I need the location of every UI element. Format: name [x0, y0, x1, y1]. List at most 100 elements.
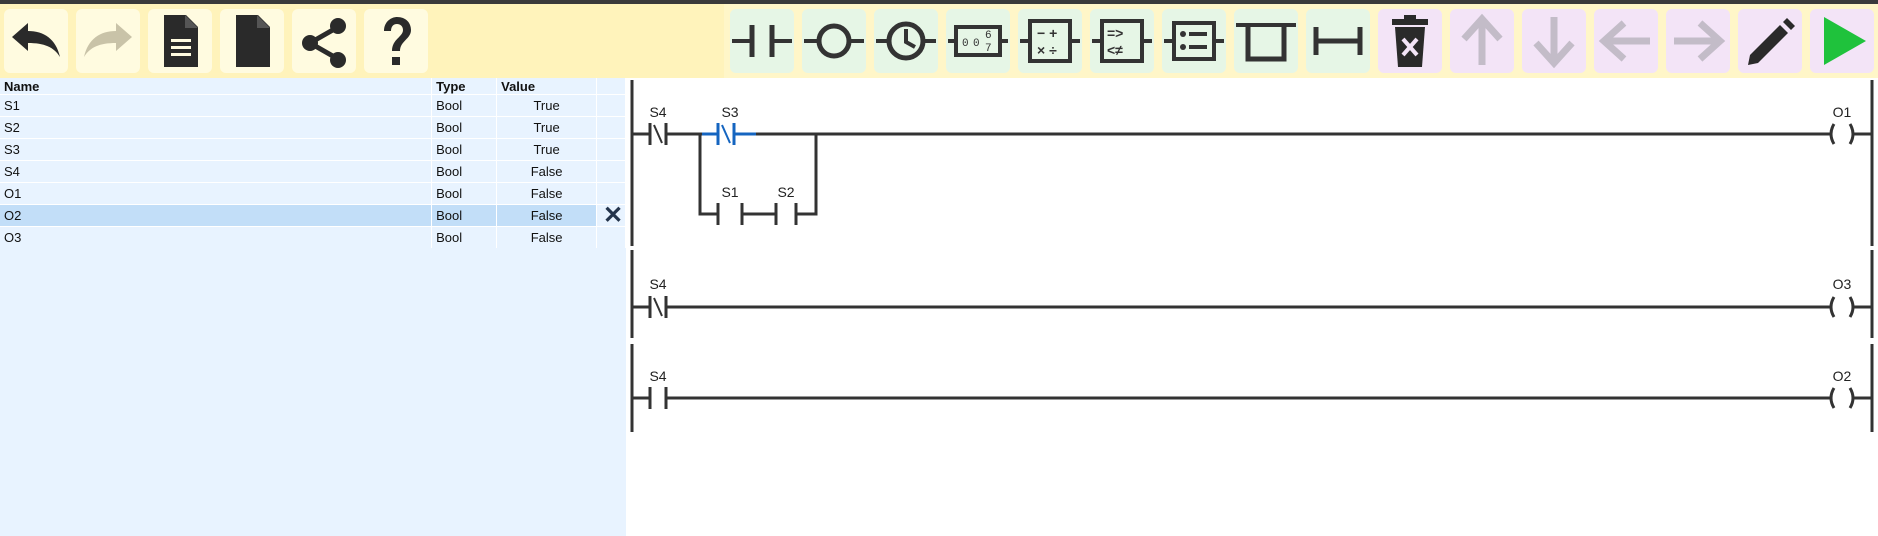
- delete-button[interactable]: [1378, 9, 1442, 73]
- edit-button[interactable]: [1738, 9, 1802, 73]
- branch-icon: [1236, 23, 1296, 62]
- new-file-icon: [236, 15, 270, 67]
- variable-name[interactable]: O1: [0, 182, 433, 205]
- table-row[interactable]: S4 Bool False: [0, 160, 626, 183]
- move-left-button[interactable]: [1594, 9, 1658, 73]
- variable-value[interactable]: False: [496, 160, 598, 183]
- window-top-edge: [0, 0, 1878, 4]
- compare-icon: =><≠: [1092, 19, 1152, 63]
- undo-button[interactable]: [4, 9, 68, 73]
- contact-s4[interactable]: S4: [648, 368, 668, 409]
- variable-name[interactable]: O2: [0, 204, 433, 227]
- rung-1[interactable]: S4 S3 S1 S2: [630, 80, 1874, 246]
- document-button[interactable]: [148, 9, 212, 73]
- delete-icon: [1392, 15, 1428, 67]
- move-down-button[interactable]: [1522, 9, 1586, 73]
- column-header-type[interactable]: Type: [431, 78, 498, 95]
- share-button[interactable]: [292, 9, 356, 73]
- contact-label: S1: [721, 184, 738, 200]
- svg-text:× ÷: × ÷: [1037, 42, 1057, 58]
- file-tools-group: [0, 4, 724, 78]
- math-icon: − +× ÷: [1020, 19, 1080, 63]
- variable-type[interactable]: Bool: [431, 160, 498, 183]
- counter-digit: 0: [962, 38, 969, 50]
- column-header-value[interactable]: Value: [496, 78, 598, 95]
- help-button[interactable]: [364, 9, 428, 73]
- rung-2[interactable]: S4 O3: [630, 250, 1874, 338]
- ladder-diagram: S4 S3 S1 S2: [626, 78, 1878, 536]
- coil-o1[interactable]: O1: [1829, 104, 1855, 145]
- variable-name[interactable]: S4: [0, 160, 433, 183]
- contact-label: S4: [649, 276, 666, 292]
- rung-3[interactable]: S4 O2: [630, 344, 1874, 432]
- table-row-selected[interactable]: O2 Bool False ✕: [0, 204, 626, 228]
- contact-s4[interactable]: S4: [648, 276, 668, 318]
- help-icon: [384, 17, 411, 65]
- table-row[interactable]: O1 Bool False: [0, 182, 626, 205]
- variable-value[interactable]: False: [496, 226, 598, 248]
- table-row[interactable]: S3 Bool True: [0, 138, 626, 161]
- coil-o2[interactable]: O2: [1829, 368, 1855, 409]
- column-header-actions: [596, 78, 626, 95]
- row-actions-cell: [596, 94, 626, 117]
- move-right-button[interactable]: [1666, 9, 1730, 73]
- column-header-name[interactable]: Name: [0, 78, 433, 95]
- variable-value[interactable]: False: [496, 204, 598, 227]
- variable-type[interactable]: Bool: [431, 182, 498, 205]
- counter-digit: 0: [973, 38, 980, 50]
- counter-digit: 6: [985, 30, 992, 42]
- coil-button[interactable]: [802, 9, 866, 73]
- variable-value[interactable]: False: [496, 182, 598, 205]
- variable-value[interactable]: True: [496, 116, 598, 139]
- coil-o3[interactable]: O3: [1829, 276, 1855, 318]
- timer-icon: [876, 21, 936, 61]
- variable-type[interactable]: Bool: [431, 204, 498, 227]
- new-file-button[interactable]: [220, 9, 284, 73]
- delete-variable-icon[interactable]: ✕: [596, 204, 626, 228]
- timer-button[interactable]: [874, 9, 938, 73]
- variable-type[interactable]: Bool: [431, 116, 498, 139]
- contact-label: S4: [649, 368, 666, 384]
- variable-type[interactable]: Bool: [431, 138, 498, 161]
- row-actions-cell: [596, 182, 626, 205]
- contact-s4[interactable]: S4: [648, 104, 668, 145]
- contact-s1[interactable]: S1: [716, 184, 744, 225]
- table-row[interactable]: S2 Bool True: [0, 116, 626, 139]
- compare-button[interactable]: =><≠: [1090, 9, 1154, 73]
- contact-label: S3: [721, 104, 738, 120]
- variables-panel: Name Type Value S1 Bool True S2 Bool Tru…: [0, 78, 626, 536]
- table-header: Name Type Value: [0, 78, 626, 95]
- contact-button[interactable]: [730, 9, 794, 73]
- branch-wire: [698, 134, 718, 216]
- list-button[interactable]: [1162, 9, 1226, 73]
- variable-name[interactable]: S2: [0, 116, 433, 139]
- branch-button[interactable]: [1234, 9, 1298, 73]
- variable-name[interactable]: S1: [0, 94, 433, 117]
- contact-s3-selected[interactable]: S3: [702, 104, 756, 145]
- variable-name[interactable]: O3: [0, 226, 433, 248]
- move-up-button[interactable]: [1450, 9, 1514, 73]
- math-button[interactable]: − +× ÷: [1018, 9, 1082, 73]
- variable-type[interactable]: Bool: [431, 226, 498, 248]
- variable-name[interactable]: S3: [0, 138, 433, 161]
- pencil-icon: [1748, 18, 1795, 65]
- coil-label: O1: [1833, 104, 1852, 120]
- contact-icon: [732, 25, 792, 57]
- svg-text:=>: =>: [1107, 25, 1123, 41]
- variable-value[interactable]: True: [496, 138, 598, 161]
- row-actions-cell: [596, 138, 626, 161]
- table-row[interactable]: S1 Bool True: [0, 94, 626, 117]
- counter-digit: 7: [985, 43, 992, 55]
- wire-button[interactable]: [1306, 9, 1370, 73]
- redo-button[interactable]: [76, 9, 140, 73]
- table-row[interactable]: O3 Bool False: [0, 226, 626, 248]
- contact-s2[interactable]: S2: [774, 184, 798, 225]
- variable-type[interactable]: Bool: [431, 94, 498, 117]
- svg-text:− +: − +: [1037, 25, 1057, 41]
- run-button[interactable]: [1810, 9, 1874, 73]
- variable-value[interactable]: True: [496, 94, 598, 117]
- coil-label: O3: [1833, 276, 1852, 292]
- coil-icon: [804, 23, 864, 59]
